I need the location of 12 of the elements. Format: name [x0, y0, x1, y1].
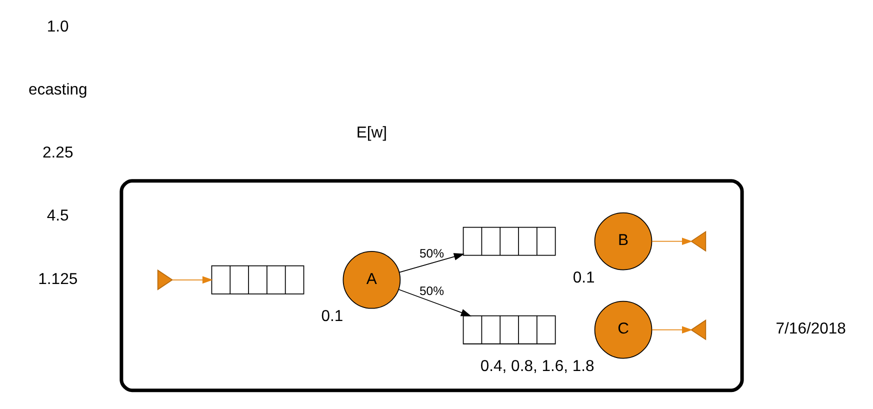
- node-label: 0.1: [572, 269, 594, 286]
- label: 1.125: [38, 270, 78, 288]
- label: E[w]: [356, 124, 387, 142]
- label: 2.25: [42, 144, 73, 162]
- label: 4.5: [46, 208, 68, 225]
- edge-label: 50%: [418, 284, 444, 298]
- node-label: 0.1: [320, 308, 343, 325]
- label: ecasting: [28, 81, 87, 98]
- edge-label: 50%: [418, 246, 444, 260]
- node-label: 0.4, 0.8, 1.6, 1.8: [480, 358, 594, 375]
- label: 7/16/2018: [775, 320, 846, 338]
- label: 1.0: [46, 18, 68, 36]
